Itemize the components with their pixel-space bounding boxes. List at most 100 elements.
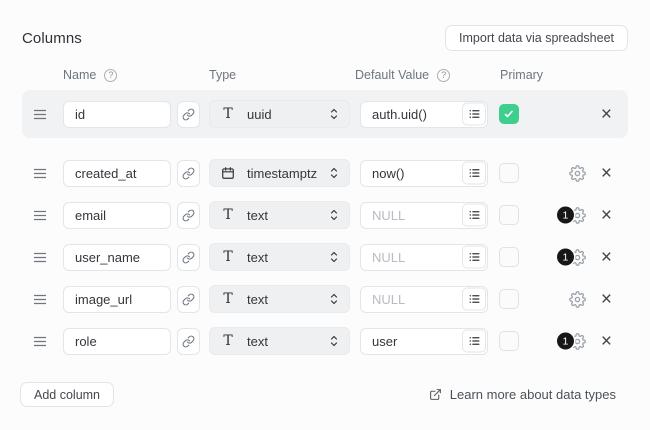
link-icon — [182, 167, 195, 180]
column-name-input[interactable] — [63, 285, 171, 313]
name-help-icon[interactable]: ? — [104, 68, 118, 82]
x-icon: × — [600, 162, 612, 184]
default-value-field — [360, 285, 488, 313]
list-icon — [468, 251, 481, 264]
type-label: uuid — [247, 106, 272, 122]
remove-column-button[interactable]: × — [600, 105, 613, 124]
default-value-options-button[interactable] — [462, 245, 486, 269]
calendar-icon — [220, 166, 236, 180]
foreign-key-button[interactable] — [177, 285, 200, 313]
default-value-field — [360, 159, 488, 187]
table-row: T timestamptz × — [22, 152, 628, 194]
learn-more-label: Learn more about data types — [449, 387, 616, 402]
import-data-button[interactable]: Import data via spreadsheet — [445, 25, 628, 51]
text-type-icon: T — [223, 333, 233, 349]
primary-checkbox[interactable] — [499, 205, 519, 225]
foreign-key-button[interactable] — [177, 243, 200, 271]
text-type-icon: T — [223, 106, 233, 122]
drag-handle-icon[interactable] — [33, 109, 47, 120]
link-icon — [182, 293, 195, 306]
table-row: T uuid × — [22, 90, 628, 138]
table-row: T text 1 × — [22, 194, 628, 236]
column-settings-button[interactable]: 1 — [556, 206, 587, 224]
text-type-icon: T — [223, 249, 233, 265]
remove-column-button[interactable]: × — [600, 332, 613, 351]
type-select[interactable]: T text — [209, 285, 350, 313]
column-settings-button[interactable] — [569, 290, 587, 308]
type-label: text — [247, 333, 268, 349]
default-value-field — [360, 201, 488, 229]
foreign-key-button[interactable] — [177, 159, 200, 187]
column-headers: Name ? Type Default Value ? Primary — [22, 68, 628, 84]
drag-handle-icon[interactable] — [33, 168, 47, 179]
column-name-input[interactable] — [63, 100, 171, 128]
type-select[interactable]: T text — [209, 243, 350, 271]
external-link-icon — [429, 388, 442, 401]
add-column-button[interactable]: Add column — [20, 382, 115, 407]
x-icon: × — [600, 330, 612, 352]
link-icon — [182, 209, 195, 222]
primary-checkbox[interactable] — [499, 163, 519, 183]
primary-checkbox[interactable] — [499, 331, 519, 351]
default-value-field — [360, 243, 488, 271]
table-row: T text × — [22, 278, 628, 320]
col-header-name: Name — [63, 68, 97, 82]
column-settings-button[interactable]: 1 — [556, 332, 587, 350]
col-header-default-value: Default Value — [355, 68, 430, 82]
chevron-updown-icon — [328, 292, 340, 307]
drag-handle-icon[interactable] — [33, 210, 47, 221]
settings-count-badge: 1 — [556, 248, 574, 266]
chevron-updown-icon — [328, 166, 340, 181]
type-label: text — [247, 207, 268, 223]
column-settings-button[interactable] — [569, 164, 587, 182]
x-icon: × — [600, 103, 612, 125]
default-value-options-button[interactable] — [462, 102, 486, 126]
primary-checkbox[interactable] — [499, 247, 519, 267]
default-value-options-button[interactable] — [462, 203, 486, 227]
drag-handle-icon[interactable] — [33, 336, 47, 347]
type-select[interactable]: T text — [209, 201, 350, 229]
type-select[interactable]: T timestamptz — [209, 159, 350, 187]
remove-column-button[interactable]: × — [600, 206, 613, 225]
foreign-key-button[interactable] — [177, 100, 200, 128]
drag-handle-icon[interactable] — [33, 294, 47, 305]
table-row: T text 1 × — [22, 236, 628, 278]
type-select[interactable]: T uuid — [209, 100, 350, 128]
default-value-options-button[interactable] — [462, 161, 486, 185]
text-type-icon: T — [223, 291, 233, 307]
table-row: T text 1 × — [22, 320, 628, 362]
default-value-help-icon[interactable]: ? — [437, 68, 451, 82]
type-select[interactable]: T text — [209, 327, 350, 355]
column-name-input[interactable] — [63, 201, 171, 229]
column-name-input[interactable] — [63, 327, 171, 355]
list-icon — [468, 335, 481, 348]
drag-handle-icon[interactable] — [33, 252, 47, 263]
list-icon — [468, 209, 481, 222]
remove-column-button[interactable]: × — [600, 290, 613, 309]
type-label: text — [247, 249, 268, 265]
column-settings-button[interactable]: 1 — [556, 248, 587, 266]
remove-column-button[interactable]: × — [600, 248, 613, 267]
foreign-key-button[interactable] — [177, 327, 200, 355]
x-icon: × — [600, 288, 612, 310]
col-header-type: Type — [209, 68, 237, 82]
footer: Add column Learn more about data types — [20, 382, 616, 407]
gear-icon — [569, 290, 587, 308]
primary-checkbox[interactable] — [499, 104, 519, 124]
column-name-input[interactable] — [63, 159, 171, 187]
text-type-icon: T — [223, 207, 233, 223]
type-label: timestamptz — [247, 165, 318, 181]
primary-checkbox[interactable] — [499, 289, 519, 309]
column-name-input[interactable] — [63, 243, 171, 271]
settings-count-badge: 1 — [556, 332, 574, 350]
learn-more-link[interactable]: Learn more about data types — [429, 387, 616, 402]
page-title: Columns — [22, 29, 82, 47]
default-value-options-button[interactable] — [462, 329, 486, 353]
chevron-updown-icon — [328, 334, 340, 349]
link-icon — [182, 108, 195, 121]
remove-column-button[interactable]: × — [600, 164, 613, 183]
chevron-updown-icon — [328, 107, 340, 122]
foreign-key-button[interactable] — [177, 201, 200, 229]
default-value-options-button[interactable] — [462, 287, 486, 311]
x-icon: × — [600, 246, 612, 268]
